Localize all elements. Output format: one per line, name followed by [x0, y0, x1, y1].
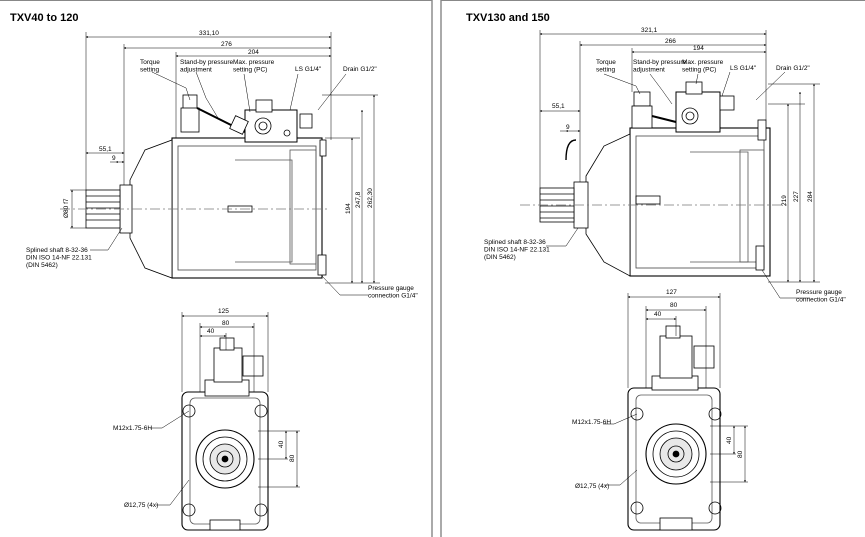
svg-text:9: 9	[112, 155, 116, 162]
ls-label: LS G1/4"	[295, 66, 322, 73]
svg-text:262,30: 262,30	[367, 188, 374, 208]
left-front-view	[181, 337, 269, 531]
holes-label-r: Ø12,75 (4x)	[575, 483, 609, 490]
left-side-view	[60, 94, 330, 279]
svg-text:80: 80	[222, 320, 230, 327]
right-front-labels: 127 80 40 40 80 M12x1.75-6H Ø12,75 (4x)	[572, 289, 744, 490]
svg-text:40: 40	[278, 440, 285, 448]
right-dimensions	[539, 30, 820, 299]
svg-text:40: 40	[726, 436, 733, 444]
right-front-view	[627, 325, 722, 531]
svg-text:227: 227	[793, 191, 800, 202]
svg-text:204: 204	[248, 49, 259, 56]
left-dimensions	[70, 32, 380, 296]
panel-title-left: TXV40 to 120	[10, 12, 79, 24]
ls-label-r: LS G1/4"	[730, 65, 757, 72]
svg-text:219: 219	[781, 195, 788, 206]
svg-text:40: 40	[654, 311, 662, 318]
svg-text:55,1: 55,1	[552, 103, 565, 110]
panel-title-right: TXV130 and 150	[466, 12, 550, 24]
svg-text:321,1: 321,1	[641, 27, 658, 34]
left-labels: 331,10 276 204 55,1 9 Ø80 f7 194 247,8 2…	[26, 30, 418, 300]
right-front-dimensions	[603, 293, 748, 486]
svg-text:125: 125	[218, 308, 229, 315]
drain-label-r: Drain G1/2"	[776, 65, 810, 72]
svg-text:247,8: 247,8	[355, 191, 362, 208]
svg-text:9: 9	[566, 124, 570, 131]
svg-text:194: 194	[345, 203, 352, 214]
right-side-view	[520, 81, 790, 277]
svg-text:80: 80	[670, 302, 678, 309]
svg-text:Ø80 f7: Ø80 f7	[63, 198, 70, 218]
thread-label: M12x1.75-6H	[113, 425, 152, 432]
svg-text:80: 80	[737, 450, 744, 458]
svg-text:266: 266	[665, 38, 676, 45]
left-front-dimensions	[150, 312, 300, 506]
svg-text:40: 40	[207, 328, 215, 335]
svg-text:331,10: 331,10	[199, 30, 219, 37]
svg-text:80: 80	[289, 454, 296, 462]
svg-text:194: 194	[693, 45, 704, 52]
svg-text:127: 127	[666, 289, 677, 296]
svg-text:276: 276	[221, 41, 232, 48]
holes-label: Ø12,75 (4x)	[124, 502, 158, 509]
left-front-labels: 125 80 40 40 80 M12x1.75-6H Ø12,75 (4x)	[113, 308, 296, 509]
thread-label-r: M12x1.75-6H	[572, 419, 611, 426]
svg-text:55,1: 55,1	[99, 146, 112, 153]
drain-label: Drain G1/2"	[343, 66, 377, 73]
svg-text:284: 284	[807, 191, 814, 202]
